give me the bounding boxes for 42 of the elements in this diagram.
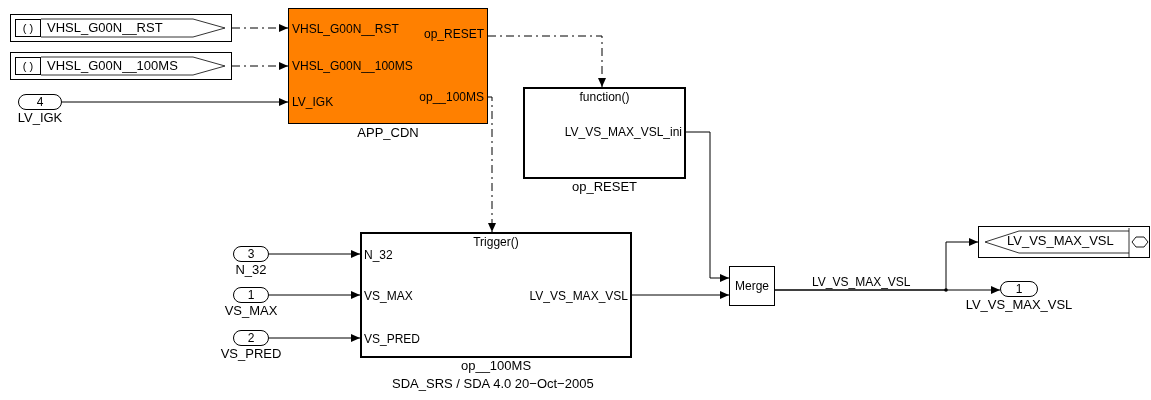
- port-label: N_32: [364, 248, 393, 262]
- model-version-note: SDA_SRS / SDA 4.0 20−Oct−2005: [392, 377, 594, 391]
- signal-arrow: [631, 291, 730, 299]
- port-label: Trigger(): [472, 235, 520, 249]
- block-name: APP_CDN: [357, 125, 419, 140]
- signal-arrow: [685, 131, 730, 282]
- block-name: LV_VS_MAX_VSL: [965, 297, 1073, 312]
- from-block: [10, 52, 232, 80]
- merge-block: Merge: [729, 266, 775, 306]
- port-label: op__100MS: [419, 90, 484, 104]
- port-label: LV_VS_MAX_VSL_ini: [564, 125, 682, 139]
- edge-label: LV_VS_MAX_VSL: [812, 275, 911, 289]
- port-label: op_RESET: [423, 27, 484, 41]
- signal-arrow: [231, 62, 289, 70]
- port-label: VS_MAX: [364, 289, 413, 303]
- port-label: VHSL_G00N__100MS: [292, 59, 413, 73]
- signal-tag: VHSL_G00N__RST: [47, 20, 163, 36]
- signal-tag: VHSL_G00N__100MS: [47, 58, 178, 74]
- port-label: LV_VS_MAX_VSL: [529, 289, 628, 303]
- port-label: function(): [578, 90, 631, 104]
- block-name: VS_PRED: [220, 346, 282, 361]
- signal-arrow: [231, 24, 289, 32]
- block-name: op__100MS: [460, 358, 532, 373]
- port-label: VS_PRED: [364, 332, 421, 346]
- signal-arrow: [268, 291, 361, 299]
- goto-block: [978, 226, 1150, 258]
- signal-arrow: [487, 96, 496, 233]
- brace-glyph: ( ): [15, 57, 41, 75]
- block-name: N_32: [235, 262, 267, 277]
- block-name: op_RESET: [572, 179, 637, 194]
- signal-arrow: [774, 286, 1001, 294]
- from-block: [10, 14, 232, 42]
- signal-arrow: [268, 250, 361, 258]
- brace-glyph: ( ): [15, 19, 41, 37]
- signal-arrow: [268, 334, 361, 342]
- signal-arrow: [61, 98, 289, 106]
- signal-tag: LV_VS_MAX_VSL: [1007, 233, 1114, 249]
- port-label: LV_IGK: [292, 95, 334, 109]
- block-name: LV_IGK: [17, 110, 63, 125]
- signal-arrow: [487, 35, 606, 88]
- block-name: VS_MAX: [224, 303, 278, 318]
- port-label: VHSL_G00N__RST: [292, 22, 399, 36]
